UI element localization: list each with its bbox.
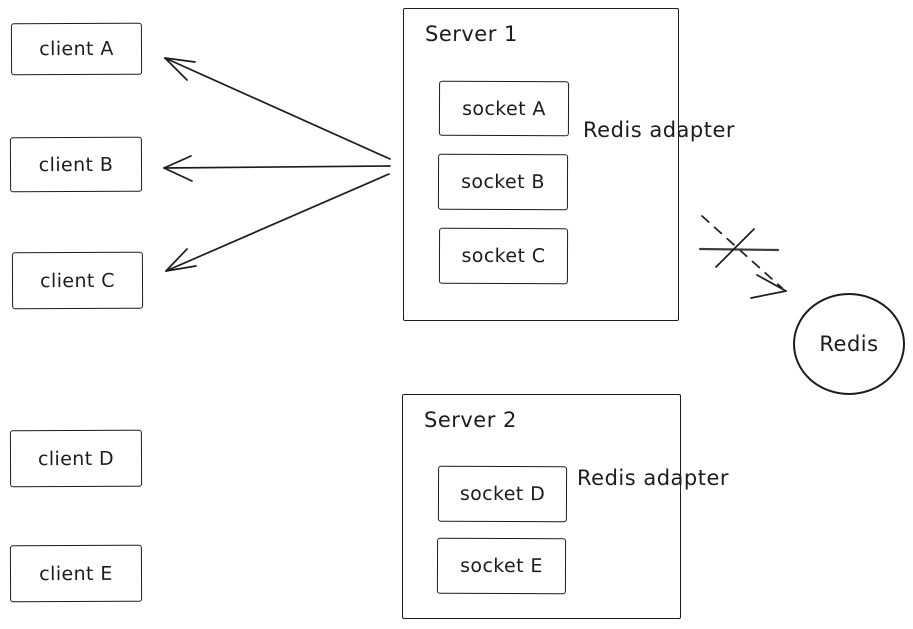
client-d-box: client D — [9, 429, 143, 488]
client-d-label: client D — [37, 447, 115, 470]
socket-a-box: socket A — [438, 80, 570, 137]
redis-node-label: Redis — [819, 332, 879, 356]
client-a-label: client A — [39, 37, 114, 61]
socket-b-label: socket B — [461, 170, 545, 194]
socket-c-label: socket C — [461, 244, 546, 268]
server1-title: Server 1 — [425, 22, 518, 46]
socket-c-box: socket C — [438, 227, 569, 285]
client-a-box: client A — [10, 22, 143, 76]
client-c-label: client C — [40, 269, 115, 292]
client-e-label: client E — [39, 562, 113, 585]
client-c-box: client C — [11, 251, 144, 310]
arrow-server1-to-client-c — [165, 173, 390, 272]
server2-title: Server 2 — [424, 408, 517, 432]
redis-node-circle — [793, 293, 905, 395]
client-b-label: client B — [38, 153, 114, 176]
arrow-server1-to-client-b — [163, 155, 391, 182]
socket-b-box: socket B — [437, 153, 569, 211]
client-e-box: client E — [9, 544, 143, 603]
dashed-arrow-adapter-to-redis — [701, 215, 787, 299]
client-b-box: client B — [9, 136, 143, 193]
redis-adapter-label-server1: Redis adapter — [583, 118, 736, 142]
redis-adapter-label-server2: Redis adapter — [577, 466, 730, 490]
arrow-server1-to-client-a — [164, 57, 391, 160]
socket-d-box: socket D — [437, 465, 568, 523]
socket-a-label: socket A — [462, 97, 546, 120]
socket-d-label: socket D — [459, 482, 546, 506]
socket-e-box: socket E — [436, 537, 567, 595]
x-cross-out-mark — [698, 228, 780, 268]
socket-e-label: socket E — [460, 554, 543, 578]
